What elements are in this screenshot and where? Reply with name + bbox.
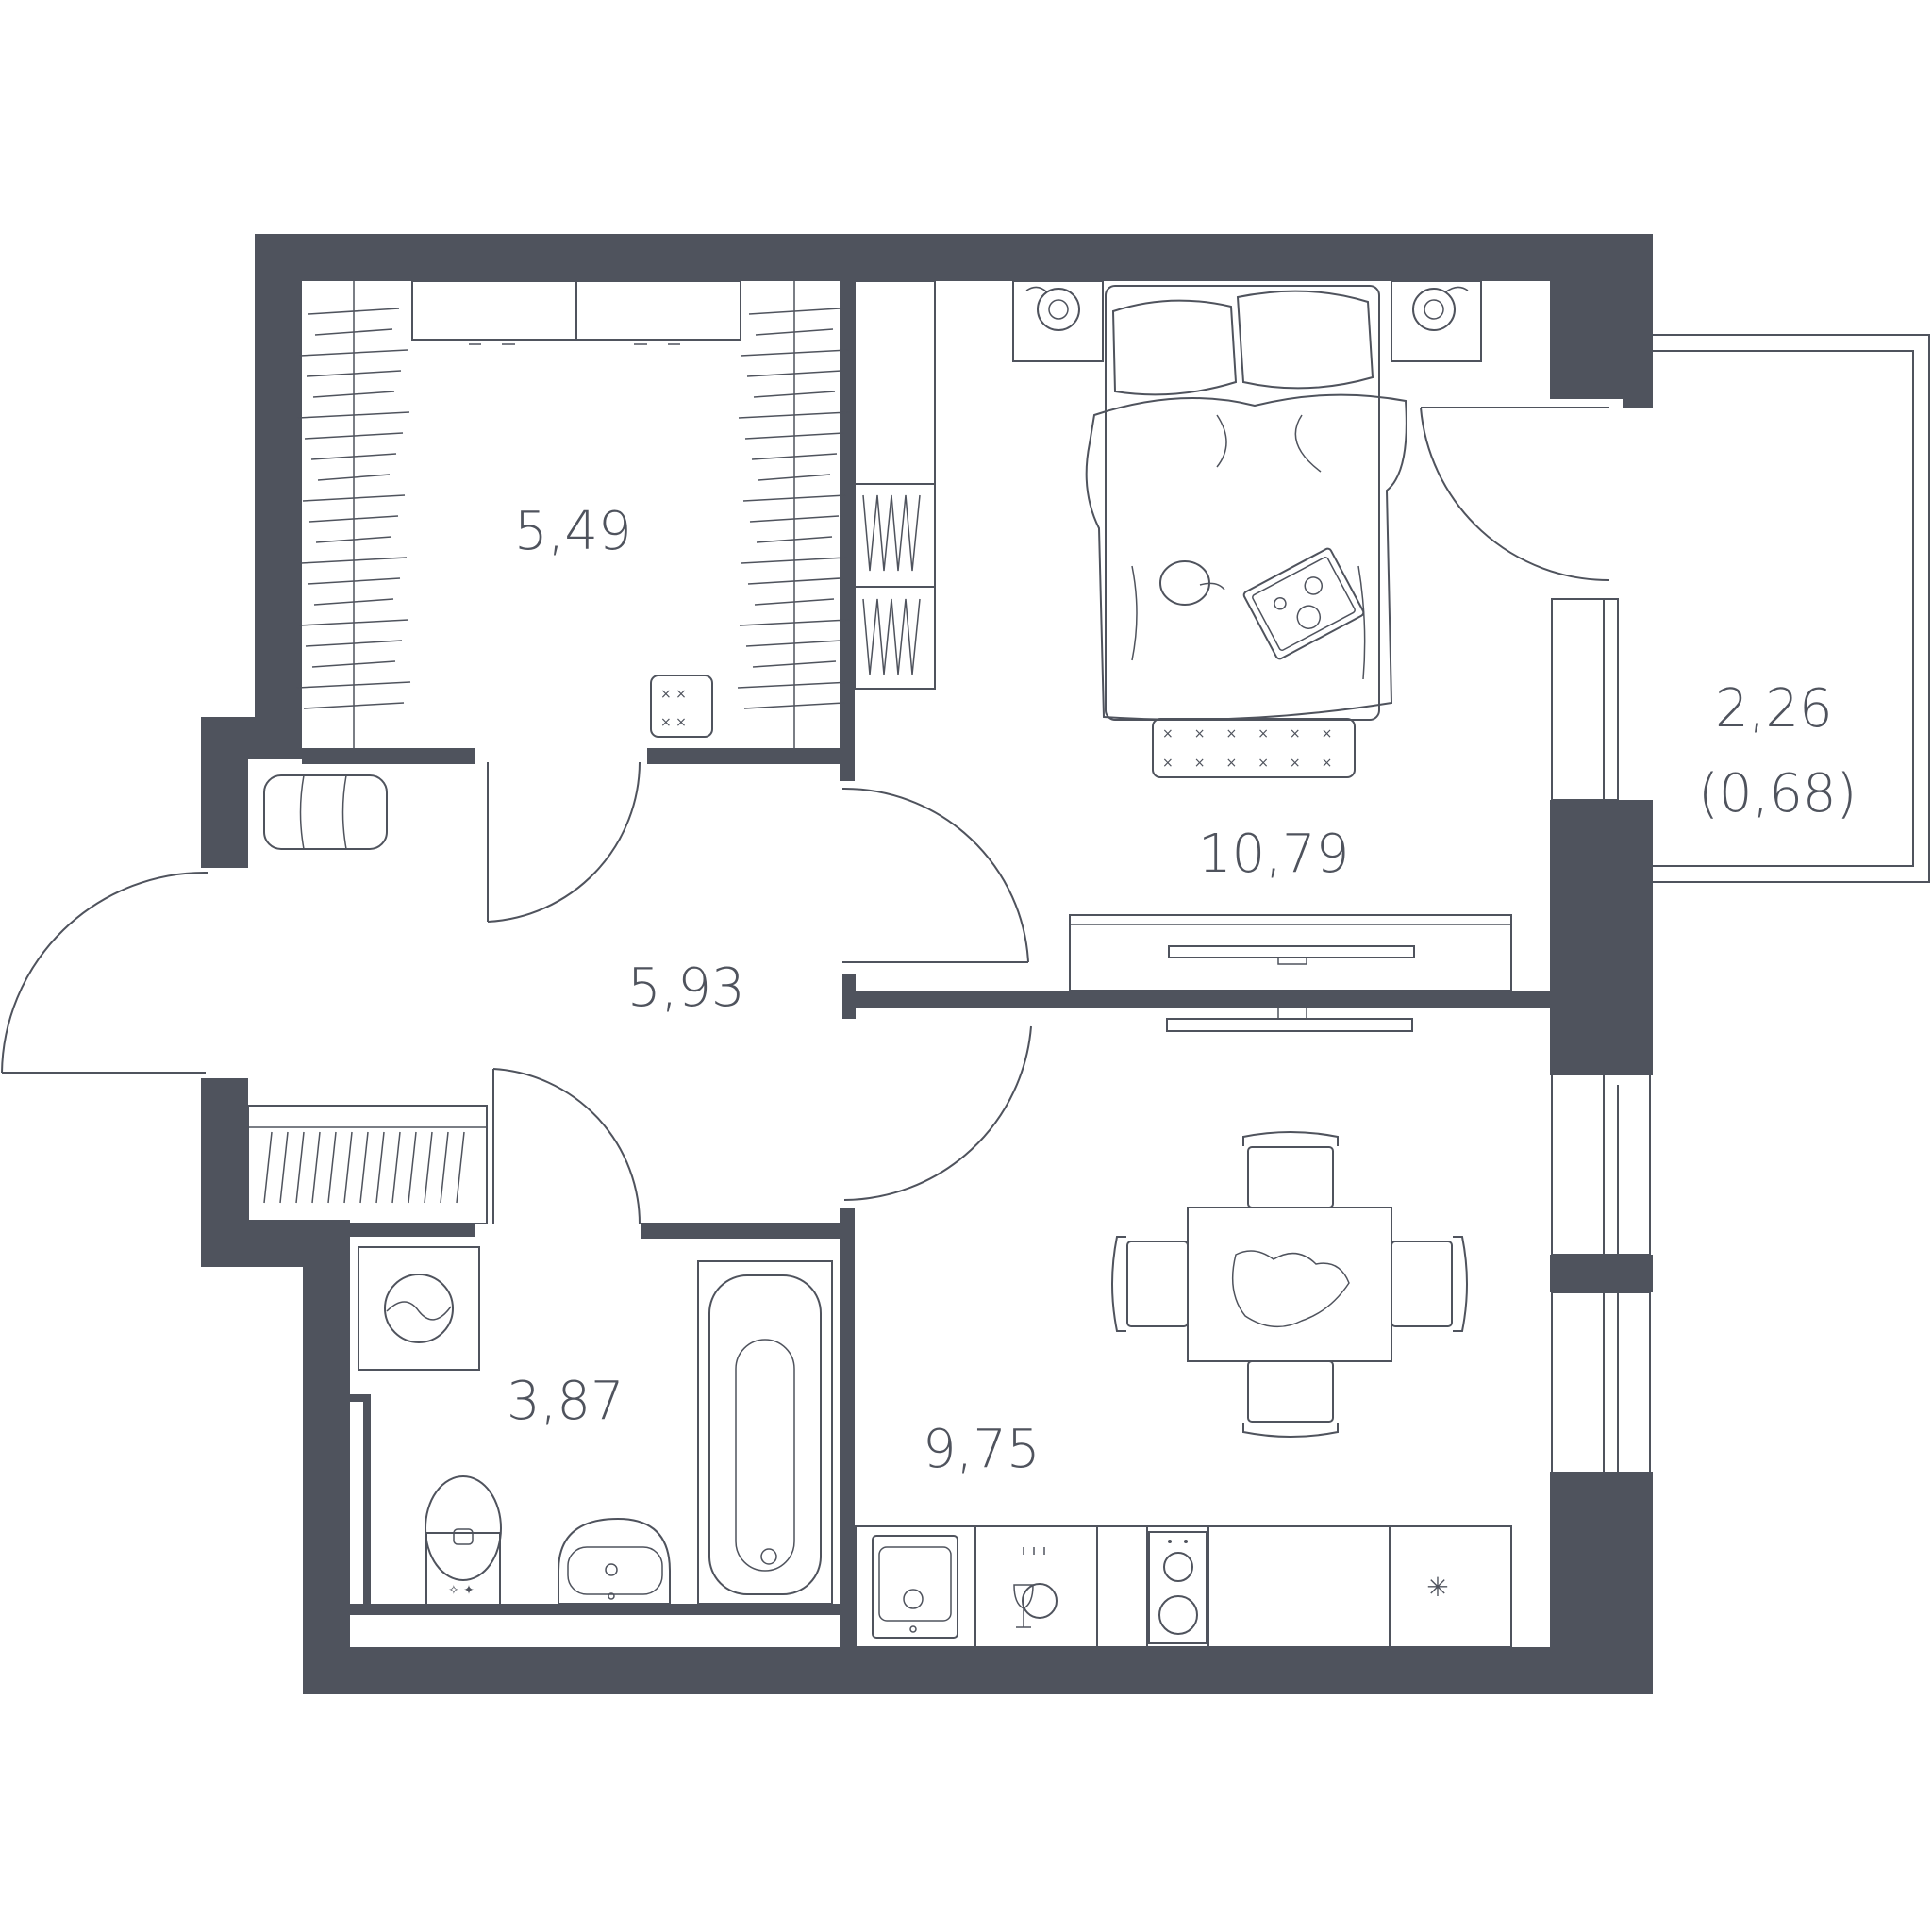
fridge-icon[interactable]: ✳ bbox=[1426, 1572, 1448, 1603]
walls bbox=[201, 234, 1653, 1694]
table-icon[interactable] bbox=[1187, 1207, 1392, 1362]
pillow-icon bbox=[1236, 290, 1374, 390]
svg-text:××××××: ×××××× bbox=[1162, 726, 1353, 741]
ottoman-icon bbox=[263, 774, 388, 850]
area-label-wardrobe: 5,49 bbox=[514, 501, 632, 562]
toilet-icon[interactable]: ✧ ✦ bbox=[425, 1475, 502, 1607]
balcony bbox=[1653, 334, 1930, 883]
sink-icon[interactable] bbox=[558, 1517, 671, 1605]
wardrobe-furniture: × × × × bbox=[296, 280, 852, 748]
wardrobe-door[interactable] bbox=[487, 761, 641, 923]
balcony-door[interactable] bbox=[1420, 407, 1610, 582]
lamp-icon bbox=[1412, 286, 1469, 331]
bathroom-door[interactable] bbox=[492, 1068, 641, 1225]
wardrobe-icon bbox=[737, 308, 852, 709]
bathtub-icon[interactable] bbox=[697, 1260, 833, 1605]
svg-text:× ×: × × bbox=[660, 715, 687, 730]
tray-icon bbox=[1242, 547, 1365, 660]
dishwasher-icon[interactable] bbox=[1013, 1547, 1058, 1628]
entrance-door[interactable] bbox=[1, 871, 208, 1074]
wardrobe-icon bbox=[296, 308, 411, 709]
washing-machine-icon[interactable] bbox=[358, 1246, 480, 1371]
svg-text:× ×: × × bbox=[660, 687, 687, 702]
shoe-rack-icon bbox=[247, 1105, 488, 1224]
bedroom-furniture: ×××××× ×××××× bbox=[854, 280, 1512, 991]
rug-icon: ×××××× ×××××× bbox=[1152, 718, 1356, 778]
cat-icon bbox=[1159, 560, 1225, 606]
chair-icon[interactable] bbox=[1391, 1236, 1468, 1332]
bathroom-furniture: ✧ ✦ bbox=[358, 1246, 833, 1607]
area-labels: 5,49 10,79 5,93 3,87 9,75 2,26 (0,68) bbox=[507, 501, 1857, 1480]
area-label-kitchen: 9,75 bbox=[923, 1419, 1041, 1480]
pillow-icon bbox=[1111, 299, 1238, 396]
tv-icon bbox=[1166, 1007, 1413, 1032]
bedroom-door[interactable] bbox=[841, 787, 1029, 963]
chair-icon[interactable] bbox=[1242, 1131, 1339, 1208]
area-label-bathroom: 3,87 bbox=[507, 1371, 625, 1432]
kitchen-door[interactable] bbox=[843, 1025, 1032, 1201]
kitchen-sink-icon[interactable] bbox=[872, 1535, 958, 1639]
kitchen-furniture: ✳ bbox=[855, 1007, 1512, 1648]
bed-icon[interactable] bbox=[1085, 285, 1407, 721]
svg-text:××××××: ×××××× bbox=[1162, 756, 1353, 771]
chair-icon[interactable] bbox=[1242, 1360, 1339, 1438]
area-label-balcony-reduced: (0,68) bbox=[1698, 763, 1857, 824]
lamp-icon bbox=[1025, 286, 1080, 331]
chair-icon[interactable] bbox=[1111, 1236, 1189, 1332]
ottoman-icon: × × × × bbox=[650, 675, 713, 738]
area-label-bedroom: 10,79 bbox=[1198, 824, 1349, 885]
hallway-furniture bbox=[247, 774, 488, 1224]
windows bbox=[1551, 598, 1651, 1474]
tv-icon bbox=[1069, 914, 1512, 991]
svg-text:✳: ✳ bbox=[1426, 1572, 1448, 1603]
area-label-hallway: 5,93 bbox=[627, 958, 745, 1019]
doors bbox=[1, 407, 1610, 1225]
stove-icon[interactable] bbox=[1148, 1531, 1208, 1644]
svg-text:✧ ✦: ✧ ✦ bbox=[448, 1583, 475, 1598]
area-label-balcony: 2,26 bbox=[1715, 678, 1833, 740]
